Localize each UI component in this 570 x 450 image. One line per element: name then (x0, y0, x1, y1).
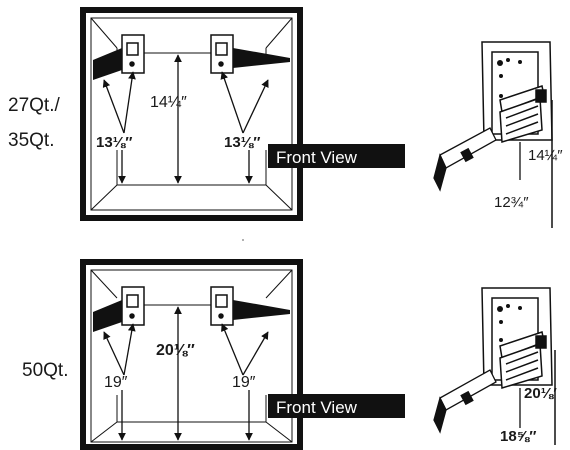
bottom-right-diagonal-label: 19″ (232, 374, 256, 391)
top-center-height-label: 14¼″ (150, 94, 187, 111)
top-side-knobs (497, 58, 522, 98)
top-side-height-label: 14¼″ (528, 147, 563, 164)
top-cooler-outline (80, 7, 303, 221)
bottom-dimension-arrows (103, 306, 269, 441)
top-side-view: 14¼″ 12¾″ (433, 41, 563, 228)
bottom-side-rail (433, 369, 497, 434)
top-capacity-line1: 27Qt./ (8, 95, 60, 116)
bottom-side-rack (499, 331, 547, 389)
stray-dot (242, 239, 244, 241)
bottom-inner-walls (90, 269, 293, 443)
bottom-shelf-wedges (93, 300, 290, 332)
top-inner-walls (90, 17, 293, 211)
top-side-width-label: 12¾″ (494, 194, 529, 211)
bottom-front-view-label: Front View (276, 398, 358, 417)
bottom-side-height-label: 20⅛′ (524, 385, 557, 402)
top-front-view-label: Front View (276, 148, 358, 167)
bottom-left-bracket (121, 286, 145, 326)
top-side-rail (433, 127, 497, 192)
top-shelf-wedges (93, 48, 290, 80)
top-left-diagonal-label: 13⅛″ (96, 134, 132, 151)
top-dimension-arrows (102, 54, 269, 184)
bottom-side-view: 20⅛′ 18⅝″ (433, 287, 557, 445)
bottom-left-diagonal-label: 19″ (104, 374, 128, 391)
top-side-rack (499, 85, 547, 143)
top-capacity-line2: 35Qt. (8, 130, 54, 151)
bottom-capacity-label: 50Qt. (22, 360, 68, 381)
top-left-bracket (121, 34, 145, 74)
bottom-front-view: 50Qt. 20⅛″ 19″ 19″ Front View (22, 259, 405, 450)
top-right-bracket (210, 34, 234, 74)
top-right-diagonal-label: 13⅛″ (224, 134, 260, 151)
bottom-side-width-label: 18⅝″ (500, 428, 536, 445)
bottom-right-bracket (210, 286, 234, 326)
bottom-center-height-label: 20⅛″ (156, 342, 195, 359)
bottom-front-view-banner (268, 394, 405, 418)
bottom-side-knobs (497, 304, 522, 342)
bottom-cooler-outline (80, 259, 303, 450)
top-front-view: 27Qt./ 35Qt. 14¼″ 13⅛″ 13⅛″ Front View (8, 7, 405, 221)
top-front-view-banner (268, 144, 405, 168)
